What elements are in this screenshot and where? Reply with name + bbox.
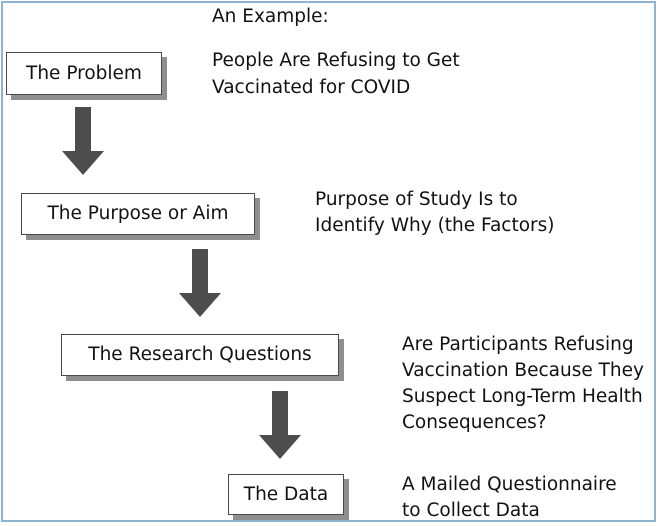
heading-text: An Example: xyxy=(212,6,329,27)
example-line-problem-2: Vaccinated for COVID xyxy=(212,77,411,98)
step-box-research-questions: The Research Questions xyxy=(61,334,339,376)
step-label-data: The Data xyxy=(243,483,329,505)
example-line-purpose-2: Identify Why (the Factors) xyxy=(315,215,555,236)
example-line-research-3: Suspect Long-Term Health xyxy=(402,386,643,407)
example-line-data-1: A Mailed Questionnaire xyxy=(402,474,617,495)
down-arrow-1-shape xyxy=(62,107,104,175)
down-arrow-2 xyxy=(179,249,221,317)
down-arrow-2-shape xyxy=(179,249,221,317)
step-label-purpose: The Purpose or Aim xyxy=(47,203,229,224)
step-box-data: The Data xyxy=(228,474,344,515)
example-line-data-2: to Collect Data xyxy=(402,500,540,521)
down-arrow-3 xyxy=(259,391,301,459)
step-box-purpose: The Purpose or Aim xyxy=(21,193,255,235)
example-line-research-1: Are Participants Refusing xyxy=(402,334,634,355)
step-label-problem: The Problem xyxy=(26,62,142,84)
step-box-problem: The Problem xyxy=(6,52,162,95)
down-arrow-3-shape xyxy=(259,391,301,459)
example-line-problem-1: People Are Refusing to Get xyxy=(212,50,460,71)
down-arrow-1 xyxy=(62,107,104,175)
step-label-research-questions: The Research Questions xyxy=(88,344,312,365)
example-line-purpose-1: Purpose of Study Is to xyxy=(315,189,518,210)
example-line-research-4: Consequences? xyxy=(402,412,547,433)
example-line-research-2: Vaccination Because They xyxy=(402,360,644,381)
